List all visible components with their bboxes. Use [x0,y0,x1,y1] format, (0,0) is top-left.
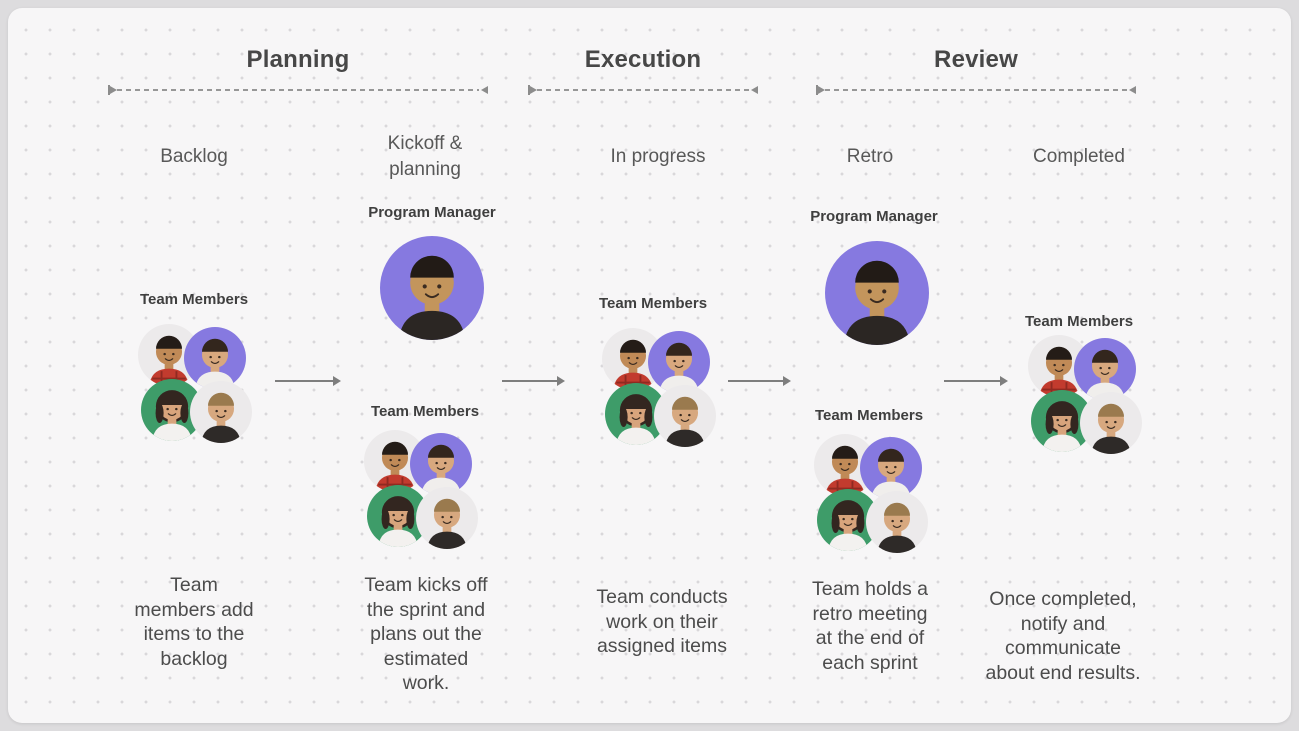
program-manager-avatar [825,241,929,345]
dashed-line [825,89,1127,91]
team-member-purple-avatar [1074,338,1136,400]
arrow-right-icon [818,86,825,94]
team-member-gray-avatar [654,385,716,447]
arrow-left-icon [1129,86,1136,94]
team-member-gray-avatar [190,381,252,443]
team-member-green-avatar [605,383,667,445]
span-tick-icon [528,85,530,95]
column-label-backlog: Backlog [160,146,228,167]
team-avatar-cluster [364,430,480,550]
column-label-in-progress: In progress [610,146,706,167]
workflow-card: Planning Execution Review Backlog Kickof… [8,8,1291,723]
team-avatar-cluster [814,434,930,554]
program-manager-label: Program Manager [368,204,496,221]
flow-arrow [944,376,1008,386]
dashed-line [117,89,479,91]
team-avatar-cluster [1028,335,1144,455]
phase-header-planning: Planning [246,46,350,73]
team-member-green-avatar [1031,390,1093,452]
description-kickoff: Team kicks off the sprint and plans out … [364,574,488,694]
phase-header-execution: Execution [584,46,702,73]
description-retro: Team holds a retro meeting at the end of… [812,578,928,674]
span-tick-icon [816,85,818,95]
program-manager-label: Program Manager [810,208,938,225]
team-member-purple-avatar [184,327,246,389]
column-label-kickoff-planning: Kickoff & planning [387,133,463,180]
team-member-red-shirt-avatar [364,430,426,492]
dashed-line [537,89,749,91]
team-members-label: Team Members [1024,313,1134,330]
phase-span-execution [528,85,758,95]
phase-span-review [816,85,1136,95]
team-member-green-avatar [367,485,429,547]
span-tick-icon [108,85,110,95]
arrow-left-icon [751,86,758,94]
flow-arrow [275,376,341,386]
team-member-gray-avatar [416,487,478,549]
column-label-completed: Completed [1033,146,1125,167]
flow-arrow [728,376,791,386]
arrow-right-icon [110,86,117,94]
team-member-gray-avatar [866,491,928,553]
team-member-green-avatar [817,489,879,551]
team-member-purple-avatar [410,433,472,495]
team-members-label: Team Members [370,403,480,420]
phase-header-review: Review [934,46,1018,73]
team-avatar-cluster [138,324,254,444]
description-backlog: Team members add items to the backlog [134,574,254,670]
flow-arrow [502,376,565,386]
arrow-left-icon [481,86,488,94]
team-members-label: Team Members [598,295,708,312]
phase-span-planning [108,85,488,95]
team-member-gray-avatar [1080,392,1142,454]
description-in-progress: Team conducts work on their assigned ite… [596,586,728,657]
program-manager-avatar [380,236,484,340]
column-label-retro: Retro [846,146,894,167]
team-members-label: Team Members [814,407,924,424]
team-members-label: Team Members [139,291,249,308]
arrow-right-icon [530,86,537,94]
description-completed: Once completed, notify and communicate a… [985,588,1141,684]
team-member-green-avatar [141,379,203,441]
team-avatar-cluster [602,328,718,448]
